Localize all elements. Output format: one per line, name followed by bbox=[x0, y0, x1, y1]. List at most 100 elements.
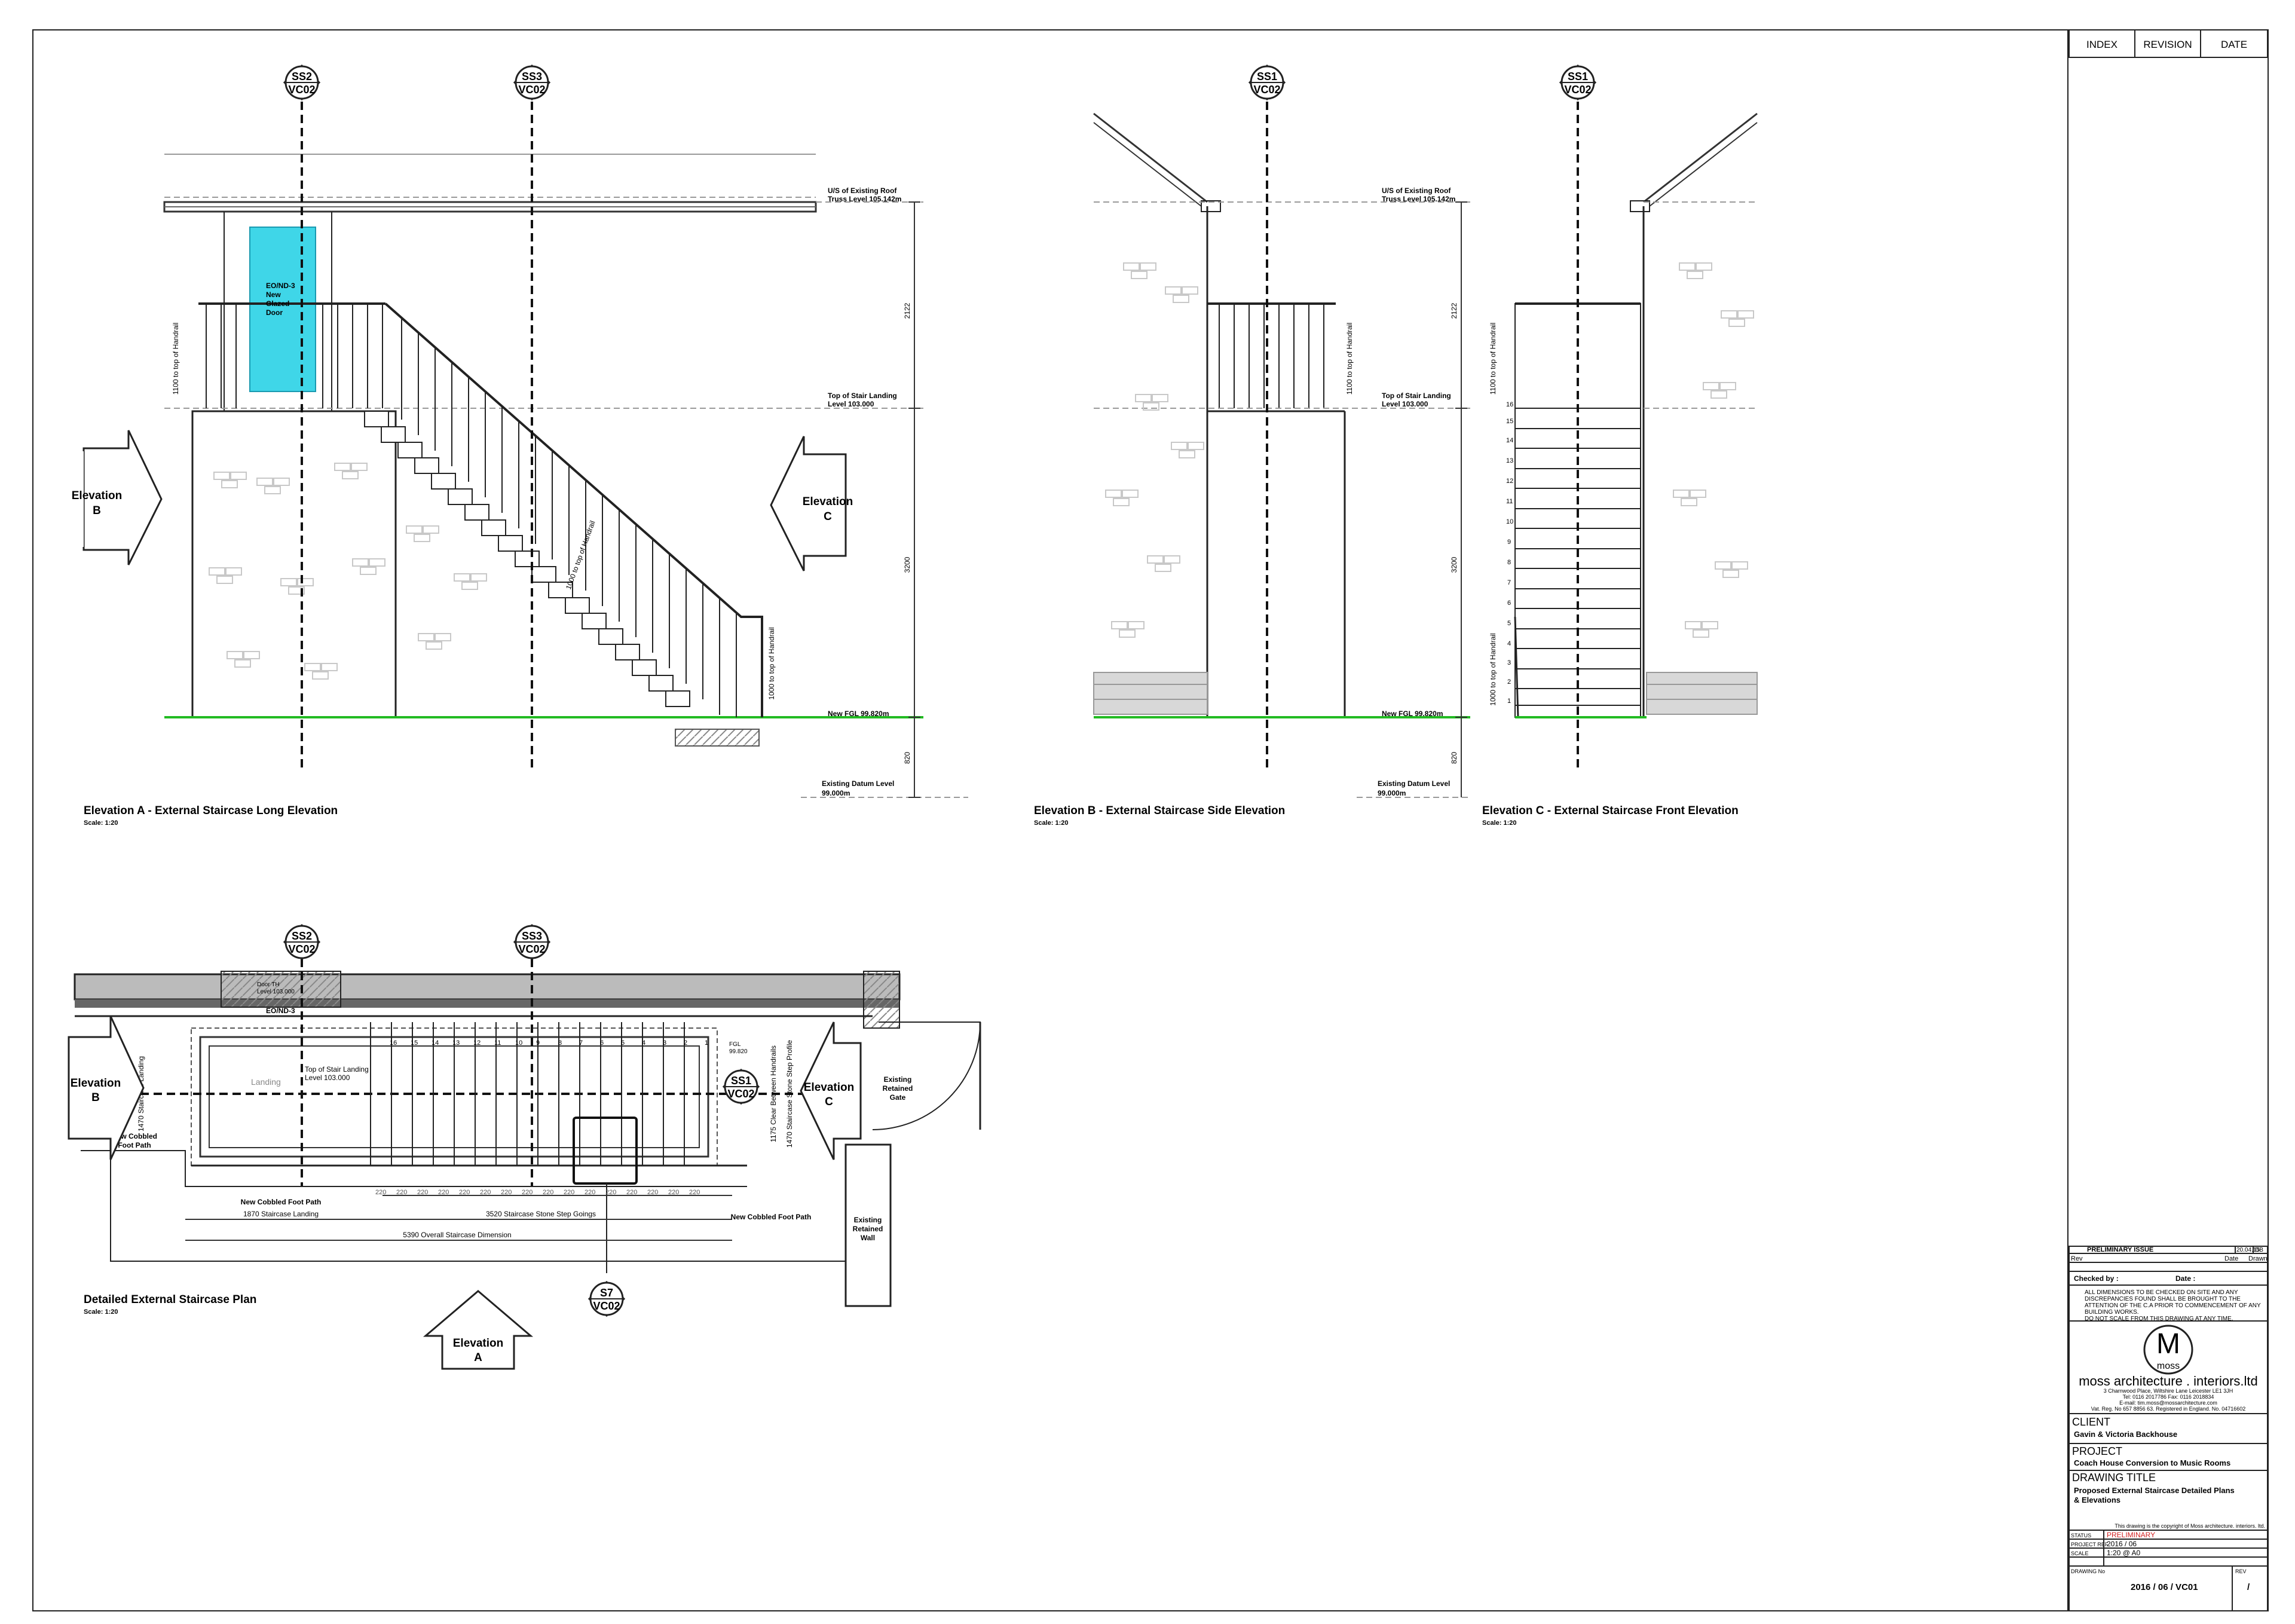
section-marker-ss1-plan: SS1 VC02 bbox=[722, 1068, 760, 1105]
elevation-c-arrow: Elevation C bbox=[770, 436, 853, 571]
svg-text:8: 8 bbox=[1507, 559, 1511, 566]
svg-text:SS2: SS2 bbox=[292, 930, 312, 942]
svg-text:This drawing is the copyright: This drawing is the copyright of Moss ar… bbox=[2115, 1523, 2265, 1529]
svg-text:SS1: SS1 bbox=[731, 1075, 751, 1087]
issue-label: PRELIMINARY ISSUE bbox=[2087, 1246, 2153, 1253]
client-name: Gavin & Victoria Backhouse bbox=[2074, 1430, 2177, 1439]
svg-text:Level 103.000: Level 103.000 bbox=[305, 1074, 350, 1082]
svg-text:VC02: VC02 bbox=[1253, 84, 1280, 96]
svg-text:220: 220 bbox=[417, 1189, 428, 1196]
svg-text:Truss Level 105.142m: Truss Level 105.142m bbox=[1382, 195, 1455, 203]
svg-text:Foot Path: Foot Path bbox=[118, 1141, 151, 1149]
svg-text:ALL DIMENSIONS TO BE CHECKED O: ALL DIMENSIONS TO BE CHECKED ON SITE AND… bbox=[2085, 1289, 2238, 1296]
svg-text:220: 220 bbox=[689, 1189, 700, 1196]
svg-text:VC02: VC02 bbox=[593, 1300, 620, 1312]
svg-text:2016 / 06: 2016 / 06 bbox=[2107, 1540, 2137, 1548]
svg-text:Elevation: Elevation bbox=[804, 1081, 854, 1094]
svg-text:6: 6 bbox=[1507, 600, 1511, 607]
elevation-b bbox=[1093, 102, 1470, 798]
elevation-b-arrow: Elevation B bbox=[69, 430, 163, 565]
svg-text:SS1: SS1 bbox=[1568, 71, 1588, 82]
svg-text:VC02: VC02 bbox=[727, 1088, 754, 1100]
svg-text:1000 to top of Handrail: 1000 to top of Handrail bbox=[767, 627, 776, 699]
svg-text:4: 4 bbox=[642, 1039, 645, 1047]
svg-text:VC02: VC02 bbox=[518, 943, 545, 955]
svg-text:1000 to top of Handrail: 1000 to top of Handrail bbox=[1489, 633, 1497, 705]
tab-revision: REVISION bbox=[2143, 39, 2192, 50]
sheet-border bbox=[32, 29, 2269, 1611]
svg-text:1: 1 bbox=[705, 1039, 708, 1047]
svg-text:Scale: 1:20: Scale: 1:20 bbox=[84, 1308, 118, 1316]
svg-text:Date :: Date : bbox=[2175, 1274, 2195, 1283]
svg-text:16: 16 bbox=[1506, 401, 1513, 408]
svg-text:1:20 @ A0: 1:20 @ A0 bbox=[2107, 1549, 2141, 1557]
plan-title: Detailed External Staircase Plan bbox=[84, 1293, 256, 1306]
svg-text:6: 6 bbox=[600, 1039, 604, 1047]
svg-text:Scale: 1:20: Scale: 1:20 bbox=[1034, 819, 1068, 827]
svg-text:Date: Date bbox=[2224, 1255, 2238, 1262]
svg-text:99.820: 99.820 bbox=[729, 1048, 748, 1055]
logo-word: moss bbox=[2157, 1361, 2180, 1371]
handrail-dim: 1100 to top of Handrail bbox=[172, 323, 180, 395]
svg-text:7: 7 bbox=[579, 1039, 583, 1047]
svg-text:& Elevations: & Elevations bbox=[2074, 1495, 2120, 1504]
svg-text:1: 1 bbox=[1507, 698, 1511, 705]
svg-text:B: B bbox=[93, 504, 101, 517]
svg-text:SS1: SS1 bbox=[1257, 71, 1277, 82]
svg-text:3: 3 bbox=[663, 1039, 666, 1047]
svg-text:3: 3 bbox=[1507, 659, 1511, 666]
section-marker-ss1-b: SS1 VC02 bbox=[1248, 64, 1286, 101]
landing-level-label: Top of Stair Landing bbox=[828, 392, 897, 400]
svg-text:220: 220 bbox=[626, 1189, 637, 1196]
svg-text:STATUS: STATUS bbox=[2071, 1533, 2091, 1539]
svg-text:Existing Datum Level: Existing Datum Level bbox=[1378, 779, 1450, 788]
door-label: EO/ND-3 New Glazed Door bbox=[266, 282, 297, 317]
svg-text:8: 8 bbox=[558, 1039, 562, 1047]
svg-text:VC02: VC02 bbox=[288, 943, 315, 955]
staircase-plan bbox=[74, 932, 981, 1307]
svg-text:CLIENT: CLIENT bbox=[2072, 1416, 2110, 1428]
dim-820: 820 bbox=[903, 752, 911, 764]
svg-text:1100 to top of Handrail: 1100 to top of Handrail bbox=[1489, 323, 1497, 395]
svg-text:Top of Stair Landing: Top of Stair Landing bbox=[305, 1065, 369, 1074]
elev-c-step-numbers: 1 2 3 4 5 6 7 8 9 10 11 12 13 14 15 16 bbox=[1506, 401, 1513, 705]
svg-text:20.04.15: 20.04.15 bbox=[2236, 1247, 2260, 1253]
svg-text:Top of Stair Landing: Top of Stair Landing bbox=[1382, 392, 1451, 400]
svg-text:Gate: Gate bbox=[890, 1093, 906, 1102]
svg-text:15: 15 bbox=[411, 1039, 418, 1047]
svg-text:5: 5 bbox=[1507, 620, 1511, 627]
svg-text:4: 4 bbox=[1507, 640, 1511, 647]
drawing-title: Proposed External Staircase Detailed Pla… bbox=[2074, 1486, 2235, 1495]
svg-text:Rev: Rev bbox=[2071, 1255, 2083, 1262]
svg-text:10: 10 bbox=[1506, 518, 1513, 525]
svg-text:1100 to top of Handrail: 1100 to top of Handrail bbox=[1345, 323, 1354, 395]
svg-text:12: 12 bbox=[1506, 478, 1513, 485]
glazed-door bbox=[249, 227, 316, 392]
svg-text:Tel: 0116 2017786 Fax: 0116 2: Tel: 0116 2017786 Fax: 0116 2018834 bbox=[2123, 1394, 2214, 1400]
svg-text:220: 220 bbox=[522, 1189, 533, 1196]
svg-text:SS3: SS3 bbox=[522, 71, 542, 82]
svg-text:Truss Level 105.142m: Truss Level 105.142m bbox=[828, 195, 901, 203]
svg-text:Scale: 1:20: Scale: 1:20 bbox=[84, 819, 118, 827]
svg-text:VC02: VC02 bbox=[1564, 84, 1591, 96]
svg-text:Existing: Existing bbox=[884, 1075, 912, 1084]
plan-elevation-a-arrow: Elevation A bbox=[423, 1290, 534, 1370]
svg-text:99.000m: 99.000m bbox=[822, 789, 850, 797]
svg-text:Level 103.000: Level 103.000 bbox=[1382, 400, 1428, 408]
svg-text:Level 103.000: Level 103.000 bbox=[828, 400, 874, 408]
svg-text:220: 220 bbox=[501, 1189, 512, 1196]
fgl-label: New FGL 99.820m bbox=[828, 709, 889, 718]
elevation-c bbox=[1514, 102, 1758, 768]
section-marker-ss3-top: SS3 VC02 bbox=[513, 64, 551, 101]
svg-text:S7: S7 bbox=[600, 1287, 613, 1299]
svg-text:VC02: VC02 bbox=[288, 84, 315, 96]
company-name: moss architecture . interiors.ltd bbox=[2079, 1374, 2258, 1388]
svg-text:C: C bbox=[825, 1096, 833, 1108]
elevation-a bbox=[163, 102, 968, 798]
svg-text:SCALE: SCALE bbox=[2071, 1550, 2089, 1556]
svg-text:BUILDING WORKS.: BUILDING WORKS. bbox=[2085, 1309, 2139, 1316]
svg-text:5: 5 bbox=[621, 1039, 625, 1047]
svg-text:220: 220 bbox=[605, 1189, 616, 1196]
svg-text:1175 Clear Between Handrails: 1175 Clear Between Handrails bbox=[769, 1045, 778, 1142]
